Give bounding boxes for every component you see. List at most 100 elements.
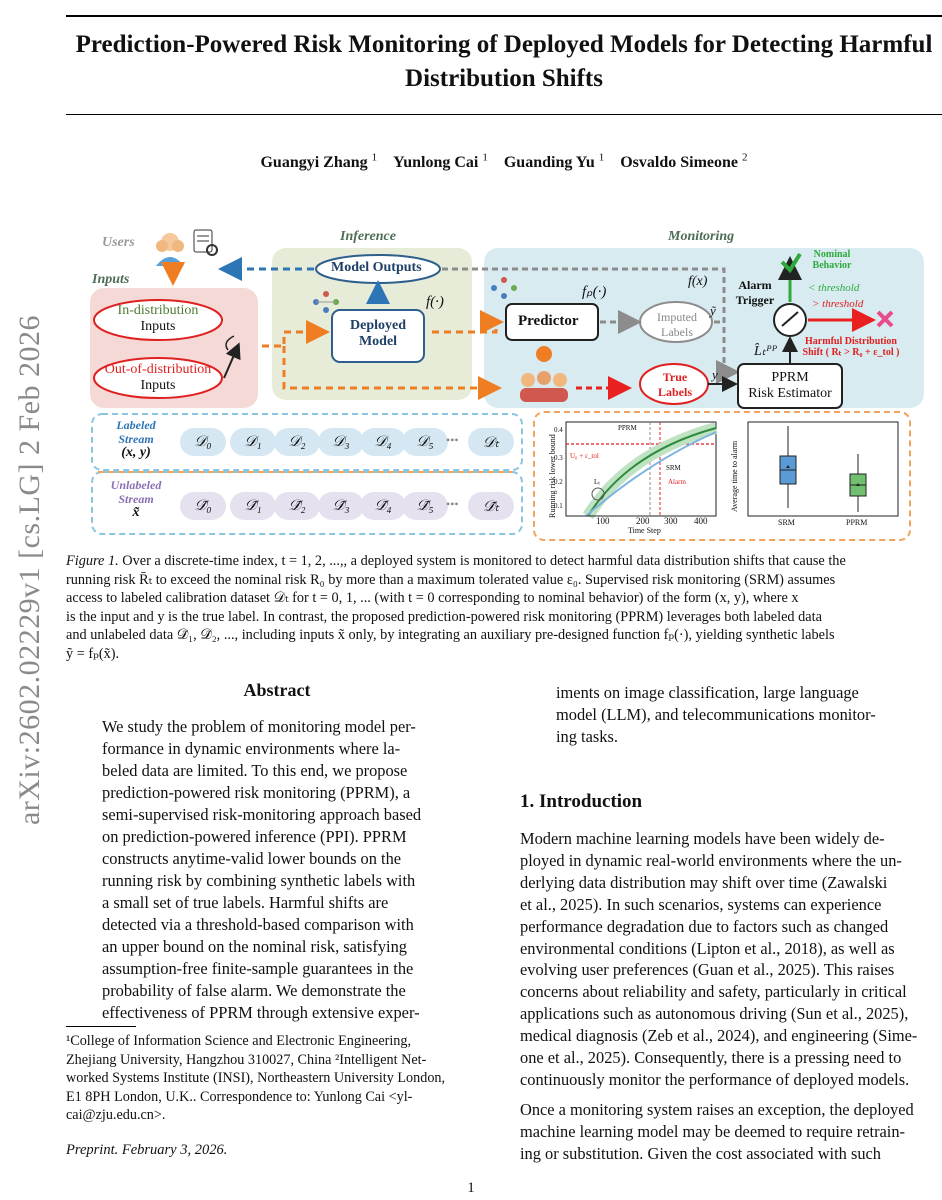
line-plot-ytick-4: 0.4 (554, 426, 563, 434)
nominal-behavior-text: Nominal Behavior (812, 249, 852, 271)
abstract-cont-line: iments on image classification, large la… (556, 683, 859, 702)
box-plot (747, 421, 899, 517)
introduction-heading: 1. Introduction (520, 791, 643, 812)
users-icon (156, 229, 218, 266)
unlabeled-ellipsis: ••• (446, 497, 459, 511)
labeled-stream-box (91, 413, 523, 471)
f-x-label: f(x) (688, 274, 708, 289)
caption-line-3: access to labeled calibration dataset 𝒟ₜ… (66, 590, 799, 607)
preprint-date: Preprint. February 3, 2026. (66, 1142, 228, 1158)
ood-ellipse (93, 357, 223, 399)
box-plot-cat-srm: SRM (778, 518, 795, 527)
figure-1: Users Inputs Inference Monitoring In-dis… (88, 222, 930, 547)
abstract-line: an upper bound on the nominal risk, sati… (102, 937, 408, 956)
intro-line: environmental conditions (Lipton et al.,… (520, 938, 895, 958)
line-plot-xtick-4: 400 (694, 516, 708, 526)
labeled-chip-5: 𝒟₅ (402, 428, 448, 456)
fp-dot-label: fₚ(·) (582, 284, 607, 300)
intro-line: ing or substitution. Given the cost asso… (520, 1143, 882, 1163)
footnote-line: ¹College of Information Science and Elec… (66, 1033, 412, 1049)
predictor-text: Predictor (518, 313, 579, 329)
affiliation-footnote: ¹College of Information Science and Elec… (66, 1032, 496, 1125)
results-box (533, 411, 911, 541)
intro-line: performance degradation due to factors s… (520, 916, 889, 936)
intro-paragraph-1: Modern machine learning models have been… (520, 828, 942, 1091)
intro-line: applications such as autonomous driving … (520, 1004, 909, 1024)
author-2: Yunlong Cai 1 (393, 152, 488, 172)
abstract-line: on prediction-powered inference (PPI). P… (102, 827, 407, 846)
intro-paragraph-2: Once a monitoring system raises an excep… (520, 1099, 942, 1165)
caption-line-4: is the input and y is the true label. In… (66, 608, 822, 625)
line-plot-lt-label: Lₜ (594, 478, 601, 486)
abstract-line: semi-supervised risk-monitoring approach… (102, 805, 422, 824)
predictor-box (505, 303, 599, 341)
harmful-shift-text: Harmful Distribution Shift ( Rₜ > R₀ + ε… (802, 336, 900, 358)
labeled-chip-2: 𝒟₂ (274, 428, 320, 456)
abstract-line: formance in dynamic environments where l… (102, 739, 401, 758)
abstract-line: effectiveness of PPRM through extensive … (102, 1003, 420, 1022)
abstract-line: probability of false alarm. We demonstra… (102, 981, 406, 1000)
in-distribution-text: In-distribution Inputs (117, 303, 199, 334)
unlabeled-chip-1: 𝒟̃₁ (230, 492, 276, 520)
line-plot-ytick-1: 0.1 (554, 502, 563, 510)
line-plot-ytick-3: 0.3 (554, 454, 563, 462)
arxiv-side-stamp: arXiv:2602.02229v1 [cs.LG] 2 Feb 2026 (0, 240, 60, 900)
title-line-1: Prediction-Powered Risk Monitoring of De… (75, 31, 933, 58)
box-plot-cat-pprm: PPRM (846, 518, 868, 527)
true-labels-text: True Labels (657, 370, 692, 399)
unlabeled-chip-0: 𝒟̃₀ (180, 492, 226, 520)
deployed-model-box (331, 309, 425, 363)
abstract-cont-line: model (LLM), and telecommunications moni… (556, 705, 876, 724)
intro-line: Modern machine learning models have been… (520, 829, 885, 848)
users-label: Users (102, 235, 135, 250)
footnote-line: Zhejiang University, Hangzhou 310027, Ch… (66, 1051, 427, 1068)
intro-line: machine learning model may be deemed to … (520, 1121, 906, 1141)
caption-label: Figure 1. (66, 553, 119, 569)
annotators-icon (520, 346, 568, 402)
unlabeled-chip-t: 𝒟̃ₜ (468, 492, 514, 520)
introduction-body: Modern machine learning models have been… (520, 828, 942, 1165)
abstract-body: We study the problem of monitoring model… (102, 716, 452, 1024)
caption-line-2: running risk R̄ₜ to exceed the nominal r… (66, 571, 836, 588)
abstract-line: constructs anytime-valid lower bounds on… (102, 849, 402, 868)
caption-line-1: Over a discrete-time index, t = 1, 2, ..… (122, 553, 846, 569)
intro-line: concerns about reliability and safety, p… (520, 982, 907, 1002)
labeled-chip-3: 𝒟₃ (318, 428, 364, 456)
line-plot-alarm-label: Alarm (668, 478, 686, 486)
neural-net-icon (313, 291, 339, 313)
caption-line-6: ỹ = fₚ(x̃). (66, 645, 120, 662)
abstract-line: running risk by combining synthetic labe… (102, 871, 416, 890)
title-line-2: Distribution Shifts (405, 65, 603, 92)
y-label: y (712, 367, 718, 382)
line-plot-xlabel: Time Step (628, 526, 661, 535)
figure-caption: Figure 1. Over a discrete-time index, t … (66, 552, 942, 664)
cross-icon (876, 310, 894, 328)
intro-line: ployed in dynamic real-world environment… (520, 850, 902, 870)
labeled-chip-1: 𝒟₁ (230, 428, 276, 456)
unlabeled-chip-4: 𝒟̃₄ (360, 492, 406, 520)
unlabeled-chip-2: 𝒟̃₂ (274, 492, 320, 520)
abstract-line: detected via a threshold-based compariso… (102, 915, 414, 934)
abstract-heading: Abstract (243, 680, 311, 700)
unlabeled-stream-text: Unlabeled Stream x̃ (110, 478, 162, 520)
labeled-chip-t: 𝒟ₜ (468, 428, 514, 456)
predictor-neural-icon (491, 277, 517, 299)
abstract-line: We study the problem of monitoring model… (102, 717, 416, 736)
l-hat-label: L̂ₜᴾᴾ (754, 344, 777, 359)
pprm-estimator-text: PPRM Risk Estimator (748, 370, 832, 401)
footnote-line: E1 8PH London, U.K.. Correspondence to: … (66, 1088, 413, 1105)
lt-threshold-text: < threshold (808, 282, 860, 294)
title-top-rule (66, 15, 942, 17)
intro-line: evolving user preferences (Guan et al., … (520, 960, 895, 980)
intro-line: medical diagnosis (Zeb et al., 2024), an… (520, 1026, 918, 1046)
page-number: 1 (467, 1180, 475, 1196)
intro-line: one et al., 2025). Consequently, there i… (520, 1048, 902, 1068)
unlabeled-stream-box (91, 471, 523, 535)
unlabeled-chip-3: 𝒟̃₃ (318, 492, 364, 520)
intro-line: Once a monitoring system raises an excep… (520, 1099, 914, 1119)
line-plot (565, 421, 718, 520)
intro-line: derlying data distribution may shift ove… (520, 872, 888, 892)
intro-line: et al., 2025). In such scenarios, system… (520, 894, 882, 914)
line-plot-srm-label: SRM (666, 464, 681, 472)
inputs-label: Inputs (92, 272, 130, 287)
